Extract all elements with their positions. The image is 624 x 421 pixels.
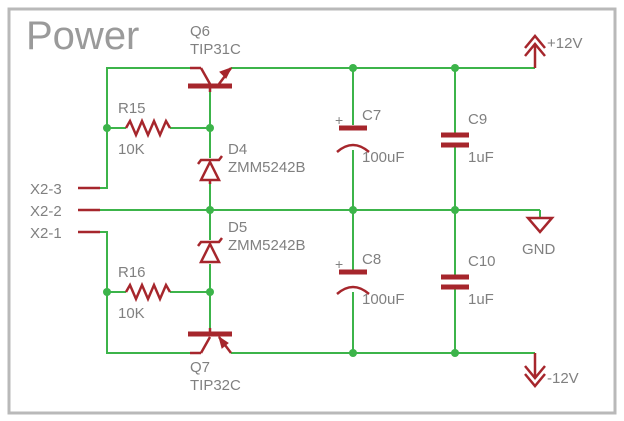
supply-negative-label: -12V xyxy=(547,370,579,387)
connector-x2: X2-3 X2-2 X2-1 xyxy=(30,181,100,242)
capacitor-c8: + C8 100uF xyxy=(335,251,405,308)
d5-bar xyxy=(197,237,223,247)
connector-label-x2-2: X2-2 xyxy=(30,203,62,220)
junction xyxy=(451,349,459,357)
d5-triangle xyxy=(198,241,222,264)
junction xyxy=(103,288,111,296)
supply-positive-arrow-upper xyxy=(524,34,546,49)
q7-emitter-arrow xyxy=(218,335,229,349)
connector-label-x2-3: X2-3 xyxy=(30,181,62,198)
c9-value: 1uF xyxy=(468,149,494,166)
q6-emitter-arrow xyxy=(219,67,233,79)
r15-ref: R15 xyxy=(118,100,146,117)
junction xyxy=(103,124,111,132)
r15-value: 10K xyxy=(118,141,145,158)
supply-positive-arrow-lower xyxy=(524,42,546,57)
supply-negative: -12V xyxy=(524,353,579,388)
d4-value: ZMM5242B xyxy=(228,159,306,176)
supply-positive-label: +12V xyxy=(547,35,582,52)
capacitor-c10: C10 1uF xyxy=(441,253,496,308)
resistor-r16: R16 10K xyxy=(118,264,172,322)
q7-ref: Q7 xyxy=(190,359,210,376)
zener-d4: D4 ZMM5242B xyxy=(197,141,306,184)
junction xyxy=(206,124,214,132)
c8-ref: C8 xyxy=(362,251,381,268)
q6-collector-lead xyxy=(199,67,212,85)
schematic-title: Power xyxy=(26,14,139,58)
transistor-q7: Q7 TIP32C xyxy=(188,328,241,394)
capacitor-c7: + C7 100uF xyxy=(335,107,405,166)
junction xyxy=(206,288,214,296)
q7-value: TIP32C xyxy=(190,377,241,394)
junction xyxy=(349,349,357,357)
junctions xyxy=(103,64,459,357)
d5-value: ZMM5242B xyxy=(228,237,306,254)
ground-label: GND xyxy=(522,241,556,258)
schematic-frame xyxy=(7,7,617,415)
r16-zigzag xyxy=(124,281,172,303)
junction xyxy=(206,206,214,214)
connector-label-x2-1: X2-1 xyxy=(30,225,62,242)
d4-bar xyxy=(197,155,223,165)
c7-polarity: + xyxy=(335,112,343,128)
r16-value: 10K xyxy=(118,305,145,322)
c10-value: 1uF xyxy=(468,291,494,308)
c9-ref: C9 xyxy=(468,111,487,128)
resistor-r15: R15 10K xyxy=(118,100,172,158)
c8-polarity: + xyxy=(335,256,343,272)
supply-negative-arrow-upper xyxy=(524,365,546,380)
d5-ref: D5 xyxy=(228,219,247,236)
capacitor-c9: C9 1uF xyxy=(441,111,494,166)
supply-negative-arrow-lower xyxy=(524,373,546,388)
supply-positive: +12V xyxy=(524,34,582,68)
c8-value: 100uF xyxy=(362,291,405,308)
wires xyxy=(100,67,541,354)
q6-ref: Q6 xyxy=(190,23,210,40)
junction xyxy=(451,206,459,214)
c7-value: 100uF xyxy=(362,149,405,166)
c7-ref: C7 xyxy=(362,107,381,124)
d4-triangle xyxy=(198,159,222,182)
zener-d5: D5 ZMM5242B xyxy=(197,219,306,264)
c10-ref: C10 xyxy=(468,253,496,270)
junction xyxy=(451,64,459,72)
junction xyxy=(349,206,357,214)
r16-ref: R16 xyxy=(118,264,146,281)
q6-value: TIP31C xyxy=(190,41,241,58)
c7-plate-negative xyxy=(336,143,370,153)
junction xyxy=(349,64,357,72)
r15-zigzag xyxy=(124,117,172,139)
ground-triangle xyxy=(525,216,555,234)
c8-plate-negative xyxy=(336,285,370,295)
d4-ref: D4 xyxy=(228,141,247,158)
q7-collector-lead xyxy=(199,336,212,354)
ground-symbol: GND xyxy=(522,216,556,258)
transistor-q6: Q6 TIP31C xyxy=(188,23,241,92)
